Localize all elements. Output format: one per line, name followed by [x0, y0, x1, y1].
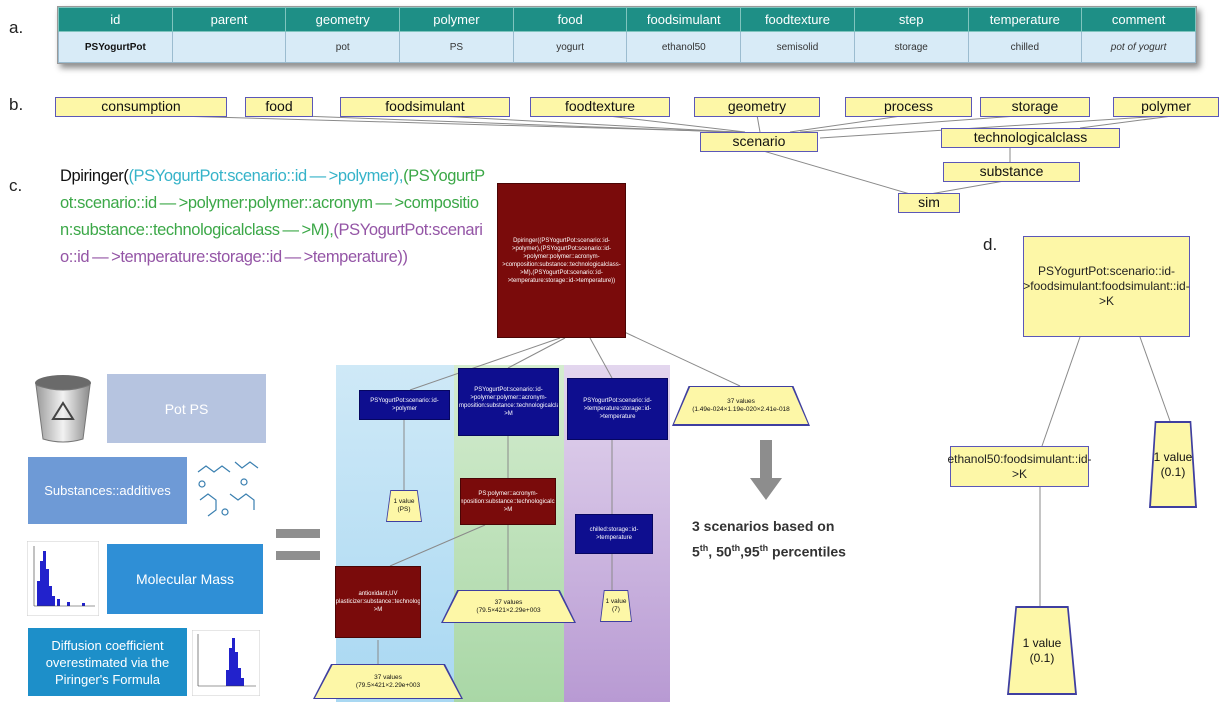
dpiringer-expression: Dpiringer((PSYogurtPot:scenario::id — >p…	[60, 163, 485, 271]
tree-c-root-node: Dpiringer((PSYogurtPot:scenario::id->pol…	[497, 183, 626, 338]
tree-c-node-acronym: PSYogurtPot:scenario::id->polymer:polyme…	[458, 368, 559, 436]
node-substance: substance	[943, 162, 1080, 182]
table-header-4: food	[512, 7, 628, 32]
trash-can-icon	[35, 375, 91, 443]
panel-label-b: b.	[9, 95, 24, 114]
node-technologicalclass: technologicalclass	[941, 128, 1120, 148]
band-polymer	[336, 365, 454, 702]
expression-function: Dpiringer(	[60, 167, 129, 185]
node-process: process	[845, 97, 972, 117]
leaf-value-ps: 1 value (PS)	[387, 491, 421, 521]
tree-c-node-temperature: PSYogurtPot:scenario::id->temperature:st…	[567, 378, 668, 440]
table-cell-8: chilled	[967, 31, 1083, 63]
leaf-values-top: 37 values (1.49e-024×1.19e-020×2.41e-018	[674, 387, 808, 424]
tree-c-node-polymer: PSYogurtPot:scenario::id->polymer	[359, 390, 450, 420]
expression-part-temperature: (PSYogurtPot:scenario::id — >temperature…	[60, 221, 483, 266]
node-consumption: consumption	[55, 97, 227, 117]
table-cell-6: semisolid	[740, 31, 855, 63]
panel-label-a: a.	[9, 18, 24, 37]
table-header-7: step	[853, 7, 969, 32]
leaf-value-one: 1 value (7)	[601, 591, 631, 621]
table-header-9: comment	[1081, 7, 1196, 32]
expression-part-polymer: (PSYogurtPot:scenario::id — >polymer),	[128, 167, 404, 185]
node-sim: sim	[898, 193, 960, 213]
tree-d-bottom-leaf: 1 value (0.1)	[1009, 608, 1075, 693]
expression-part-substance: (PSYogurtPot:scenario::id — >polymer:pol…	[60, 167, 485, 239]
table-cell-5: ethanol50	[626, 31, 742, 63]
pct-50: , 50	[708, 543, 732, 560]
node-scenario: scenario	[700, 132, 818, 152]
node-foodtexture: foodtexture	[530, 97, 670, 117]
pot-ps-box: Pot PS	[107, 374, 266, 443]
scenarios-note-line1: 3 scenarios based on	[692, 518, 835, 534]
table-cell-4: yogurt	[512, 31, 628, 63]
equals-bar-bottom	[276, 551, 320, 560]
scenarios-note-line2: 5th, 50th,95th percentiles	[692, 537, 846, 563]
pct-5: 5	[692, 543, 700, 560]
panel-label-d: d.	[983, 235, 998, 254]
node-foodsimulant: foodsimulant	[340, 97, 510, 117]
leaf-values-bottom: 37 values (79.5×421×2.29e+003	[315, 665, 461, 698]
table-header-6: foodtexture	[740, 7, 855, 32]
leaf-values-mid: 37 values (79.5×421×2.29e+003	[443, 591, 574, 622]
sup-5: th	[699, 543, 709, 553]
molecular-mass-box: Molecular Mass	[107, 544, 263, 614]
table-cell-2: pot	[285, 31, 401, 63]
tree-d-root-node: PSYogurtPot:scenario::id->foodsimulant:f…	[1023, 236, 1190, 337]
down-arrow-icon	[750, 440, 782, 500]
tree-d-node-ethanol50: ethanol50:foodsimulant::id->K	[947, 446, 1092, 487]
node-polymer: polymer	[1113, 97, 1219, 117]
table-header-8: temperature	[967, 7, 1083, 32]
node-geometry: geometry	[694, 97, 820, 117]
sup-95: th	[759, 543, 769, 553]
table-cell-9: pot of yogurt	[1081, 31, 1196, 63]
pct-tail: percentiles	[768, 543, 846, 560]
panel-label-c: c.	[9, 176, 23, 195]
tree-c-node-acronym-ps: PS:polymer::acronym->composition:substan…	[460, 478, 556, 525]
pct-95: ,95	[740, 543, 760, 560]
table-cell-1	[171, 31, 287, 63]
scenarios-note: 3 scenarios based on 5th, 50th,95th perc…	[692, 515, 846, 563]
mass-histogram-icon	[27, 541, 99, 616]
diffusion-coefficient-box: Diffusion coefficient overestimated via …	[28, 628, 187, 696]
node-food: food	[245, 97, 313, 117]
molecule-structures-icon	[197, 461, 259, 517]
table-header-5: foodsimulant	[626, 7, 742, 32]
equals-bar-top	[276, 529, 320, 538]
tree-d-right-leaf: 1 value (0.1)	[1151, 423, 1195, 506]
node-storage: storage	[980, 97, 1090, 117]
table-cell-0: PSYogurtPot	[58, 31, 173, 63]
diffusion-histogram-icon	[192, 630, 260, 696]
table-header-0: id	[58, 7, 173, 32]
table-header-3: polymer	[399, 7, 514, 32]
table-cell-3: PS	[399, 31, 514, 63]
table-header-2: geometry	[285, 7, 401, 32]
tree-c-node-antioxidant: antioxidant,UV stabilizer,plasticizer:su…	[335, 566, 421, 638]
table-cell-7: storage	[853, 31, 969, 63]
tree-c-node-chilled: chilled:storage::id->temperature	[575, 514, 653, 554]
sup-50: th	[731, 543, 741, 553]
substances-box: Substances::additives	[28, 457, 187, 524]
